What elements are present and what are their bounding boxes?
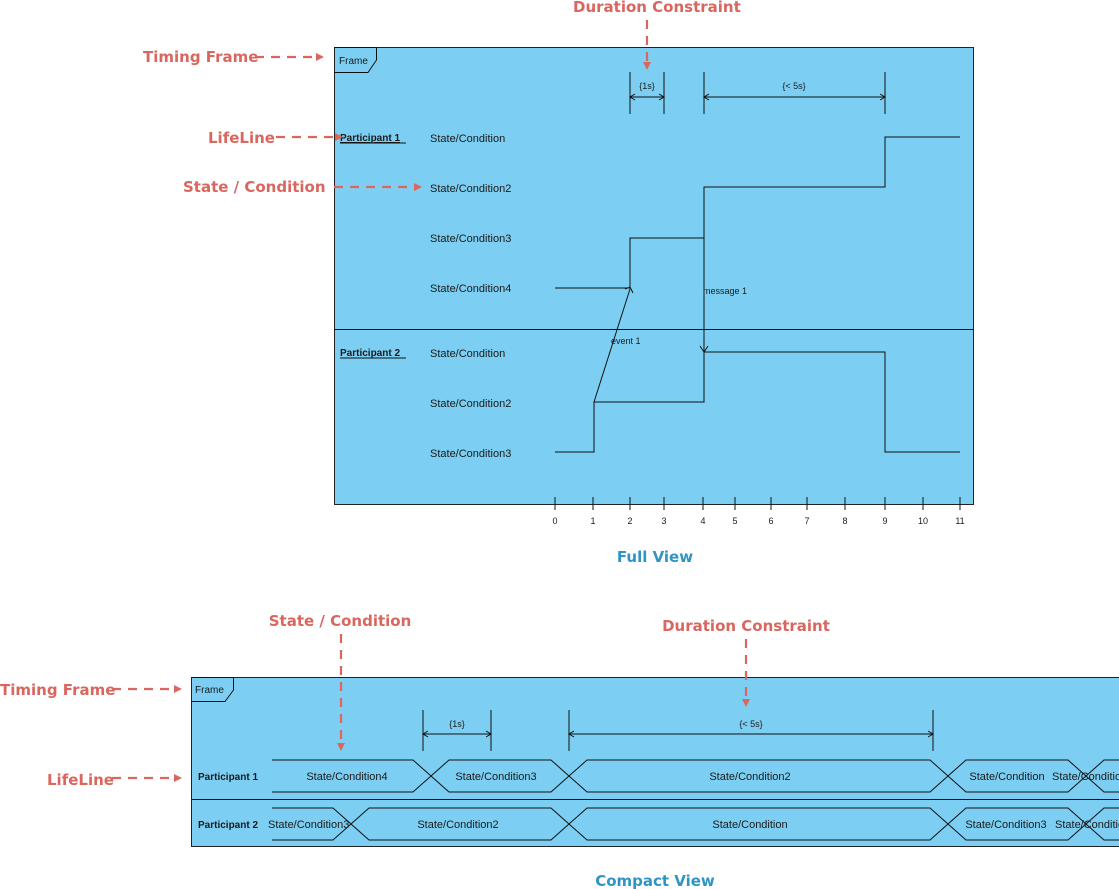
frame-label-tab — [334, 47, 377, 73]
p2-state-label: State/Condition — [430, 348, 505, 360]
compact-lifeline-participant-1[interactable]: Participant 1 — [198, 772, 258, 783]
p1-state-label: State/Condition3 — [430, 233, 511, 245]
event-1-message[interactable] — [593, 288, 631, 403]
compact-annotation-duration-constraint: Duration Constraint — [662, 617, 830, 635]
frame-label: Frame — [339, 56, 368, 67]
full-view-title: Full View — [617, 548, 693, 566]
compact-p2-state-band: State/Condition3 State/Condition2 State/… — [268, 807, 1119, 841]
full-view: Frame Participant 1 Participant 2 State/… — [143, 0, 974, 566]
p2-state-timeline — [555, 351, 960, 453]
tick-label: 1 — [590, 516, 595, 526]
constraint-1s-label: {1s} — [639, 81, 655, 91]
event-1-label: event 1 — [611, 336, 641, 346]
tick-label: 8 — [842, 516, 847, 526]
tick-label: 2 — [627, 516, 632, 526]
annotation-timing-frame: Timing Frame — [143, 48, 258, 66]
tick-label: 9 — [882, 516, 887, 526]
timing-frame[interactable] — [334, 47, 974, 505]
p1-state-label: State/Condition — [430, 133, 505, 145]
compact-p1-state: State/Condition3 — [455, 771, 536, 783]
annotation-arrowhead — [742, 699, 750, 707]
lifeline-participant-1[interactable]: Participant 1 — [340, 133, 400, 144]
compact-p2-state: State/Condition3 — [268, 819, 349, 831]
tick-label: 5 — [732, 516, 737, 526]
lifeline-participant-2[interactable]: Participant 2 — [340, 348, 400, 359]
compact-annotation-state-condition: State / Condition — [269, 612, 412, 630]
annotation-duration-constraint: Duration Constraint — [573, 0, 741, 16]
duration-constraint-5s[interactable]: {< 5s} — [703, 72, 886, 114]
compact-p2-state: State/Condition2 — [417, 819, 498, 831]
p2-state-label: State/Condition2 — [430, 398, 511, 410]
p2-state-label: State/Condition3 — [430, 448, 511, 460]
time-ruler: 0 1 2 3 4 5 6 7 8 9 10 11 — [552, 497, 965, 526]
annotation-arrowhead — [335, 133, 343, 141]
compact-p1-state: State/Condition — [1052, 771, 1119, 783]
compact-p1-state: State/Condition4 — [306, 771, 387, 783]
annotation-arrowhead — [174, 774, 182, 782]
compact-p1-state: State/Condition — [969, 771, 1044, 783]
tick-label: 7 — [804, 516, 809, 526]
annotation-arrowhead — [174, 685, 182, 693]
compact-p1-state: State/Condition2 — [709, 771, 790, 783]
tick-label: 6 — [768, 516, 773, 526]
p1-state-label: State/Condition4 — [430, 283, 511, 295]
annotation-arrowhead — [337, 743, 345, 751]
compact-p2-state: State/Condition — [1055, 819, 1119, 831]
compact-duration-constraint-1s[interactable]: {1s} — [422, 710, 492, 751]
compact-p1-state-band: State/Condition4 State/Condition3 State/… — [272, 759, 1119, 793]
annotation-lifeline: LifeLine — [208, 129, 275, 147]
compact-p2-state: State/Condition — [712, 819, 787, 831]
duration-constraint-1s[interactable]: {1s} — [629, 72, 665, 114]
tick-label: 0 — [552, 516, 557, 526]
compact-lifeline-participant-2[interactable]: Participant 2 — [198, 820, 258, 831]
compact-duration-constraint-5s[interactable]: {< 5s} — [568, 710, 934, 751]
p1-state-label: State/Condition2 — [430, 183, 511, 195]
compact-frame-label-tab — [191, 677, 234, 702]
annotation-arrowhead — [316, 53, 324, 61]
tick-label: 4 — [700, 516, 705, 526]
compact-constraint-5s-label: {< 5s} — [739, 719, 762, 729]
tick-label: 10 — [918, 516, 928, 526]
compact-view: Frame Participant 1 Participant 2 {1s} {… — [0, 612, 1119, 889]
annotation-arrowhead — [643, 62, 651, 70]
compact-view-title: Compact View — [595, 872, 715, 889]
constraint-5s-label: {< 5s} — [782, 81, 805, 91]
tick-label: 11 — [955, 516, 964, 526]
annotation-state-condition: State / Condition — [183, 178, 326, 196]
compact-constraint-1s-label: {1s} — [449, 719, 465, 729]
compact-annotation-lifeline: LifeLine — [47, 771, 114, 789]
compact-frame-label: Frame — [195, 685, 224, 696]
message-1-label: message 1 — [703, 286, 747, 296]
tick-label: 3 — [661, 516, 666, 526]
p1-arrowhead — [624, 286, 634, 294]
p1-state-timeline — [555, 136, 960, 289]
annotation-arrowhead — [414, 183, 422, 191]
message-1-arrowhead — [699, 345, 709, 353]
compact-p2-state: State/Condition3 — [965, 819, 1046, 831]
compact-annotation-timing-frame: Timing Frame — [0, 681, 115, 699]
